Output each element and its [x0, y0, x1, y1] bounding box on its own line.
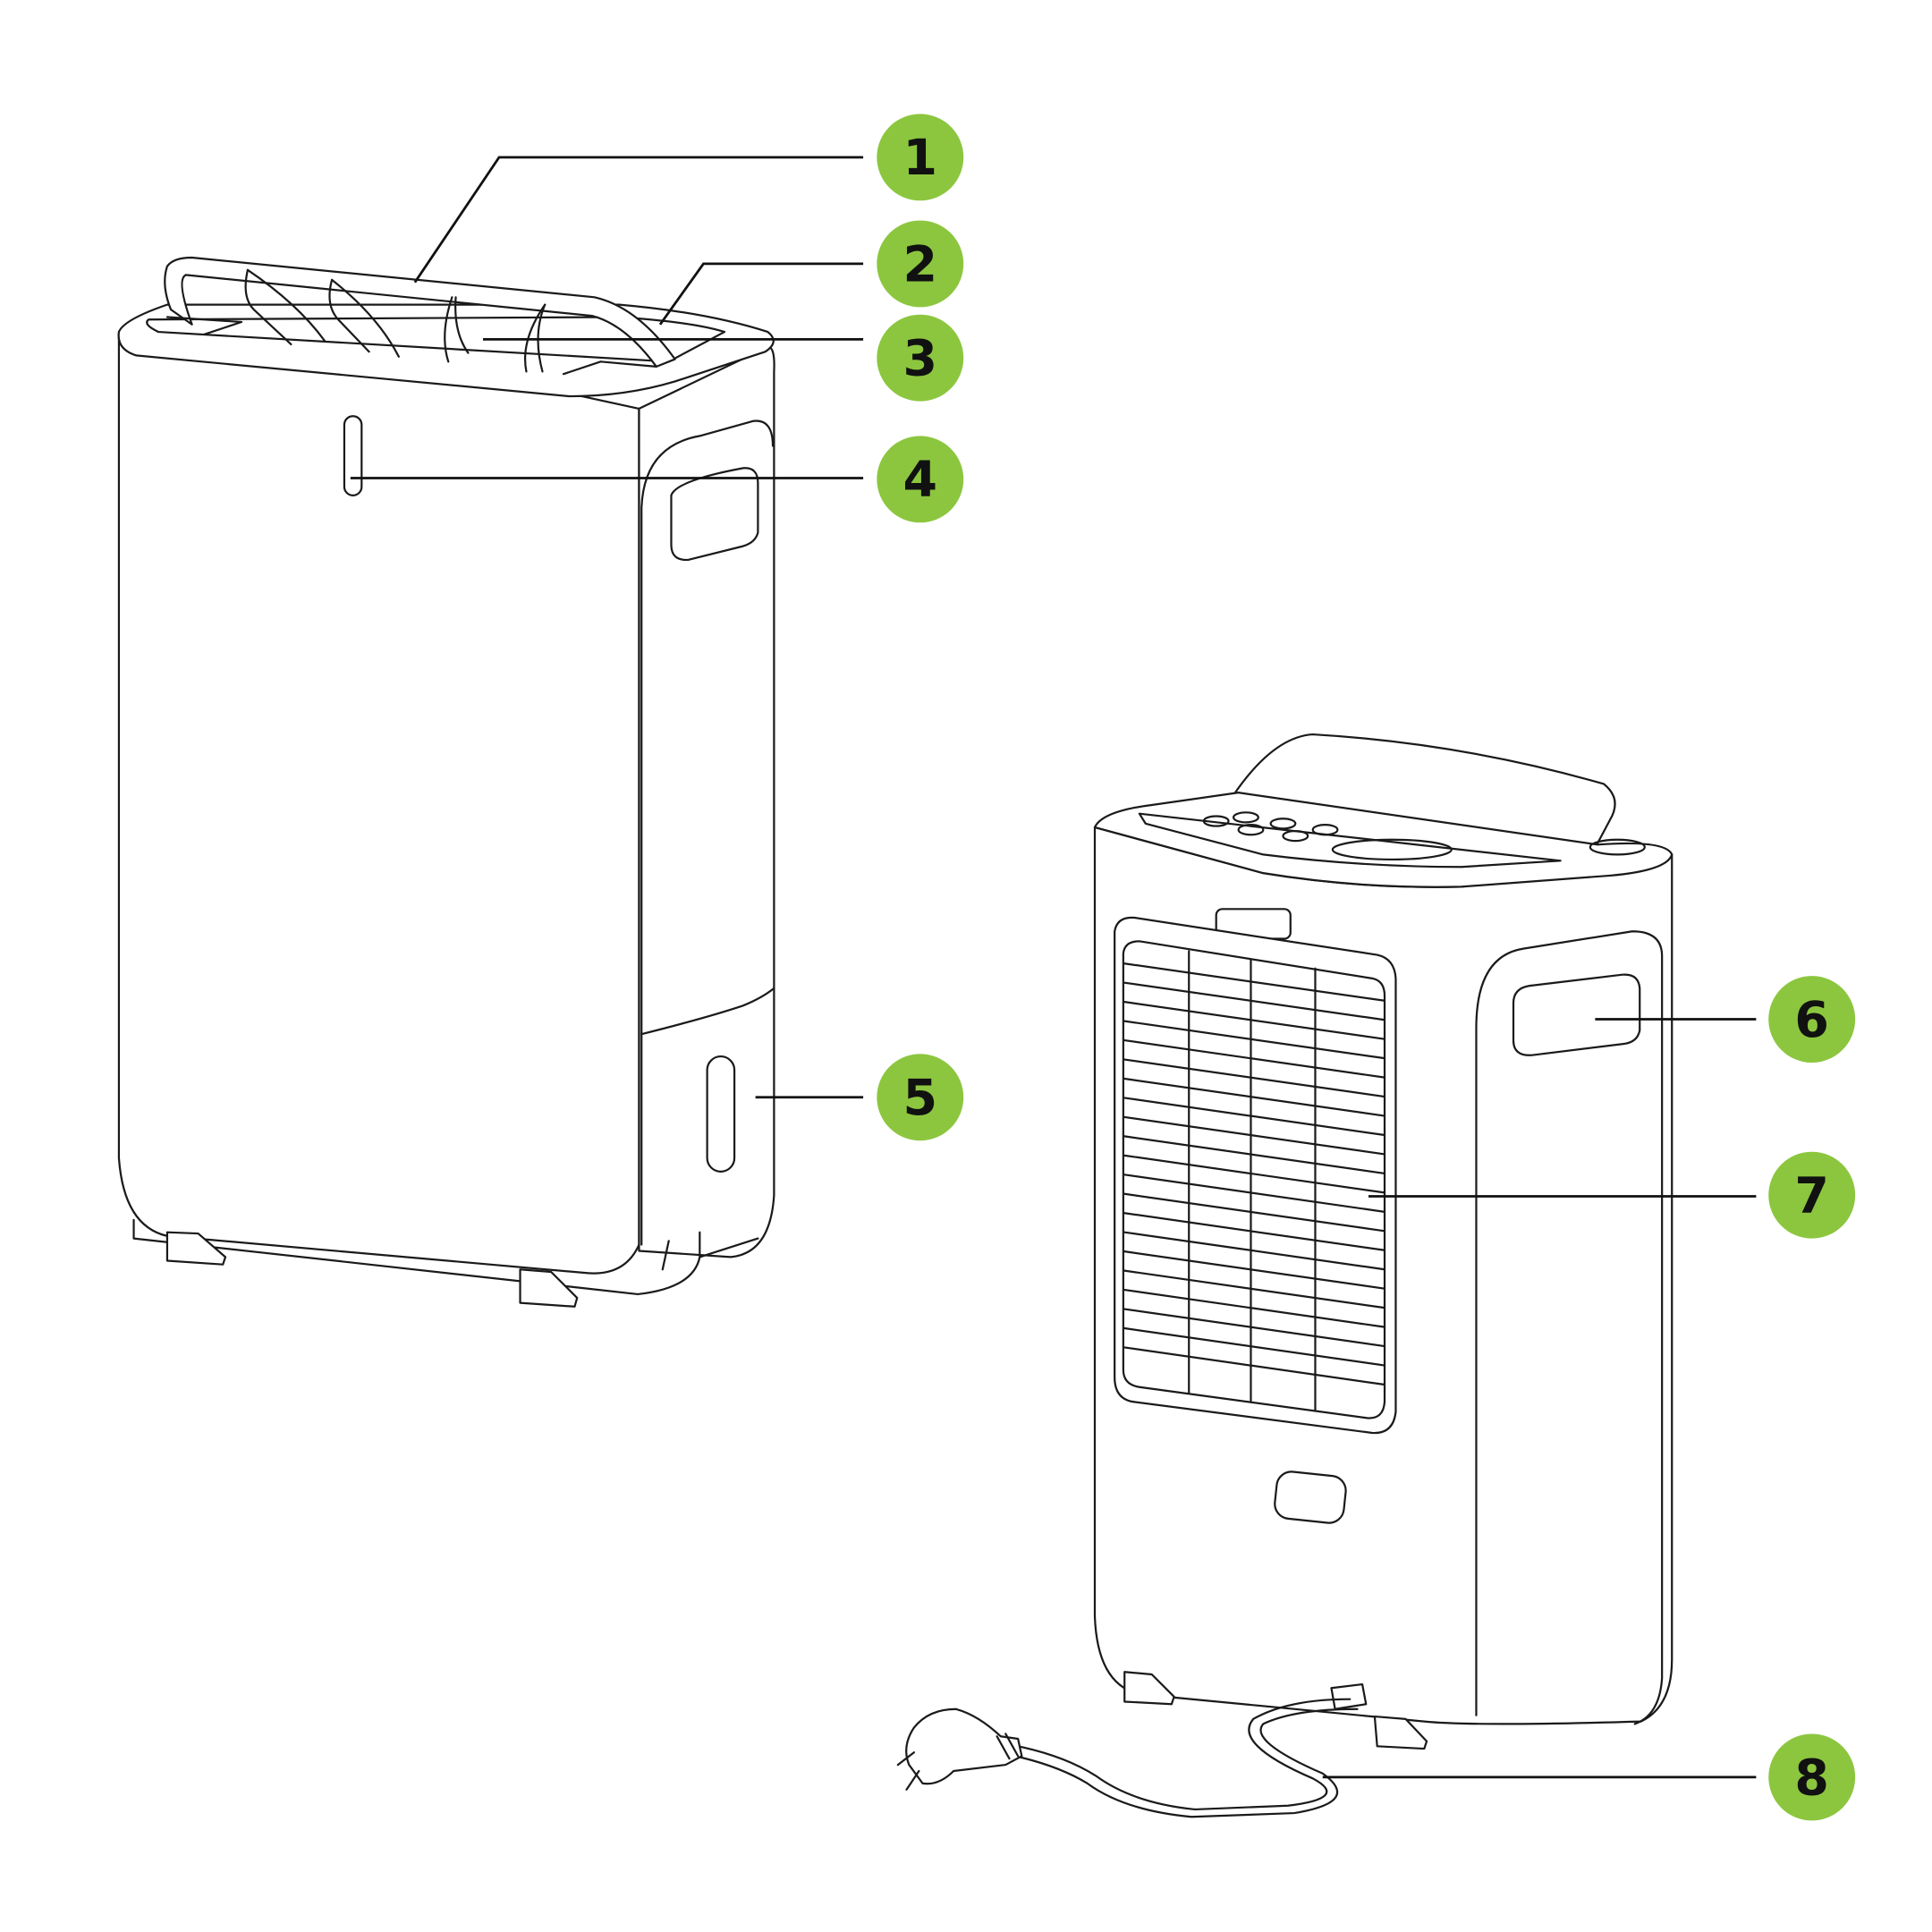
grille-slat: [1123, 1001, 1386, 1040]
callout-number: 1: [903, 130, 938, 187]
grille-slat: [1123, 1174, 1386, 1213]
callout-2: 2: [877, 220, 964, 308]
callout-6: 6: [1768, 976, 1856, 1063]
front-body: [117, 333, 640, 1275]
callout-number: 5: [903, 1070, 938, 1127]
side-body: [638, 345, 775, 1258]
side-handle: [1512, 973, 1641, 1056]
callout-number: 3: [903, 331, 938, 388]
rear-unit: [896, 733, 1674, 1818]
side-panel: [640, 419, 775, 1246]
base: [132, 1218, 759, 1296]
grille-slat: [1123, 1250, 1386, 1290]
grille-slat: [1123, 1115, 1386, 1156]
grille-slat: [1123, 962, 1386, 1002]
cord-clip: [1330, 1682, 1368, 1710]
grille-slat: [1123, 1269, 1386, 1309]
callout-4: 4: [877, 436, 964, 523]
top-inner: [146, 316, 726, 363]
power-cord-outer: [1014, 1707, 1359, 1818]
grille-slat: [1123, 1288, 1386, 1328]
tank-separator: [640, 987, 775, 1036]
foot: [1123, 1671, 1175, 1706]
callout-8: 8: [1768, 1733, 1856, 1821]
grille-slat: [1123, 1097, 1386, 1137]
foot: [165, 1231, 227, 1266]
callout-number: 4: [903, 452, 938, 509]
top-handle: [164, 256, 676, 368]
grille-slat: [1123, 1212, 1386, 1251]
water-level-window: [343, 415, 363, 496]
tank-window: [706, 1055, 736, 1173]
grille-slat: [1123, 1308, 1386, 1348]
control-buttons: [1202, 811, 1646, 861]
grille-frame: [1114, 916, 1397, 1435]
grille-slat: [1123, 1020, 1386, 1060]
grille-slat: [1123, 1077, 1386, 1117]
grille-slat: [1123, 1326, 1386, 1367]
callout-leaders: [350, 156, 1757, 1779]
control-panel: [1138, 812, 1562, 869]
callout-5: 5: [877, 1054, 964, 1141]
callout-1: 1: [877, 114, 964, 201]
callout-number: 6: [1794, 992, 1829, 1049]
plug: [905, 1707, 1023, 1785]
grille-inner: [1122, 940, 1386, 1419]
callout-7: 7: [1768, 1151, 1856, 1239]
callout-number: 8: [1794, 1750, 1829, 1807]
air-intake-grille: [1123, 950, 1386, 1412]
callout-number: 7: [1794, 1168, 1829, 1225]
grille-slat: [1123, 1192, 1386, 1233]
foot: [1373, 1715, 1428, 1750]
foot: [519, 1268, 579, 1308]
grille-slat: [1123, 981, 1386, 1021]
grille-slat: [1123, 1038, 1386, 1079]
grille-slat: [1123, 1231, 1386, 1271]
side-panel: [1475, 930, 1664, 1725]
plug-pins: [896, 1733, 1020, 1791]
grille-slat: [1123, 1058, 1386, 1098]
louvers: [165, 268, 657, 376]
rear-flap: [1232, 733, 1616, 861]
callout-3: 3: [877, 314, 964, 402]
grille-slat: [1123, 1346, 1386, 1386]
front-unit: [117, 256, 775, 1308]
power-cord: [1017, 1698, 1352, 1811]
callout-number: 2: [903, 236, 938, 293]
grille-slat: [1123, 1154, 1386, 1194]
grille-slat: [1123, 1135, 1386, 1175]
drain-cover: [1274, 1470, 1347, 1524]
